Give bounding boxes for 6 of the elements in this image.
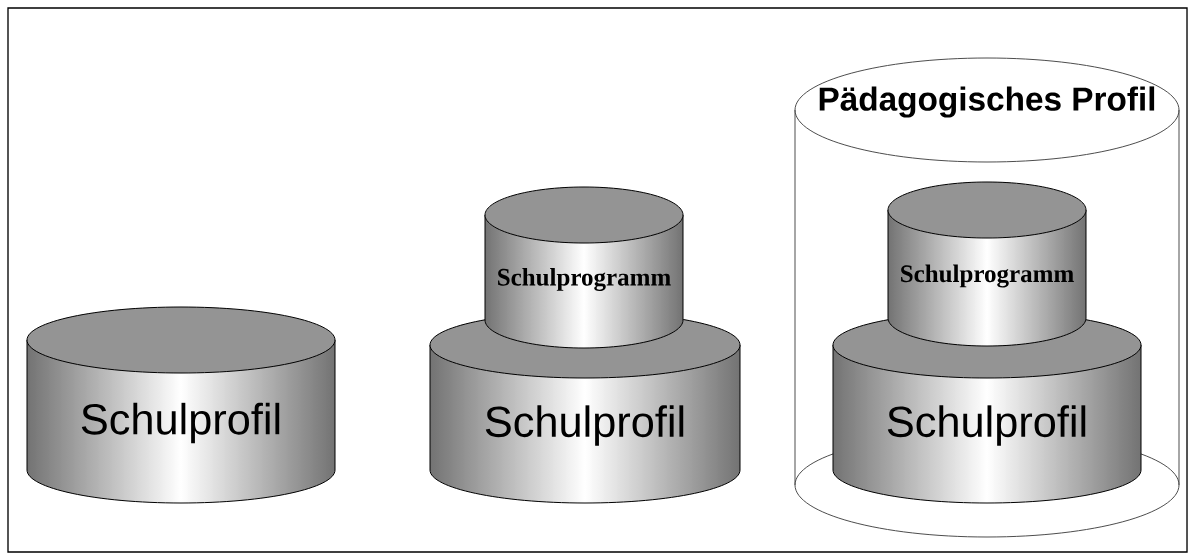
cylinder: Schulprogramm	[887, 181, 1087, 347]
cylinder: Schulprogramm	[484, 186, 684, 349]
cylinder: Schulprofil	[832, 311, 1142, 504]
cylinder: Schulprofil	[26, 306, 336, 504]
cylinder: Schulprofil	[429, 311, 741, 504]
node-label: Pädagogisches Profil	[819, 86, 1155, 118]
